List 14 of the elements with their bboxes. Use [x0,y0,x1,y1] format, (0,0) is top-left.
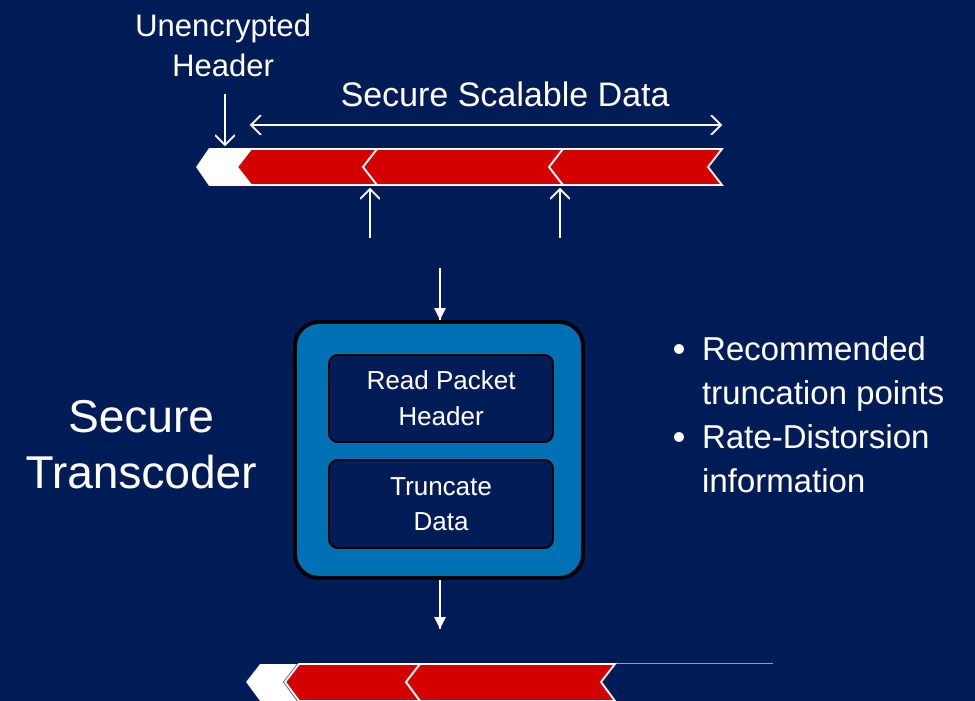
data-packet-drawing [245,661,775,701]
arrow [549,188,571,238]
arrow [434,268,446,320]
data-label: Secure Scalable Data [340,75,670,116]
arrow [359,188,381,238]
bullet-text: Rate-Distorsion information [702,418,930,499]
block-title: Secure Transcoder [24,389,258,500]
annotation-text: Unencrypted Header [113,6,333,92]
bullet-text: Recommended truncation points [702,330,944,411]
data-packet-drawing [195,146,725,188]
arrow [214,94,236,146]
process-box: Truncate Data [328,459,554,549]
process-box: Read Packet Header [328,354,554,443]
arrow [434,580,446,629]
